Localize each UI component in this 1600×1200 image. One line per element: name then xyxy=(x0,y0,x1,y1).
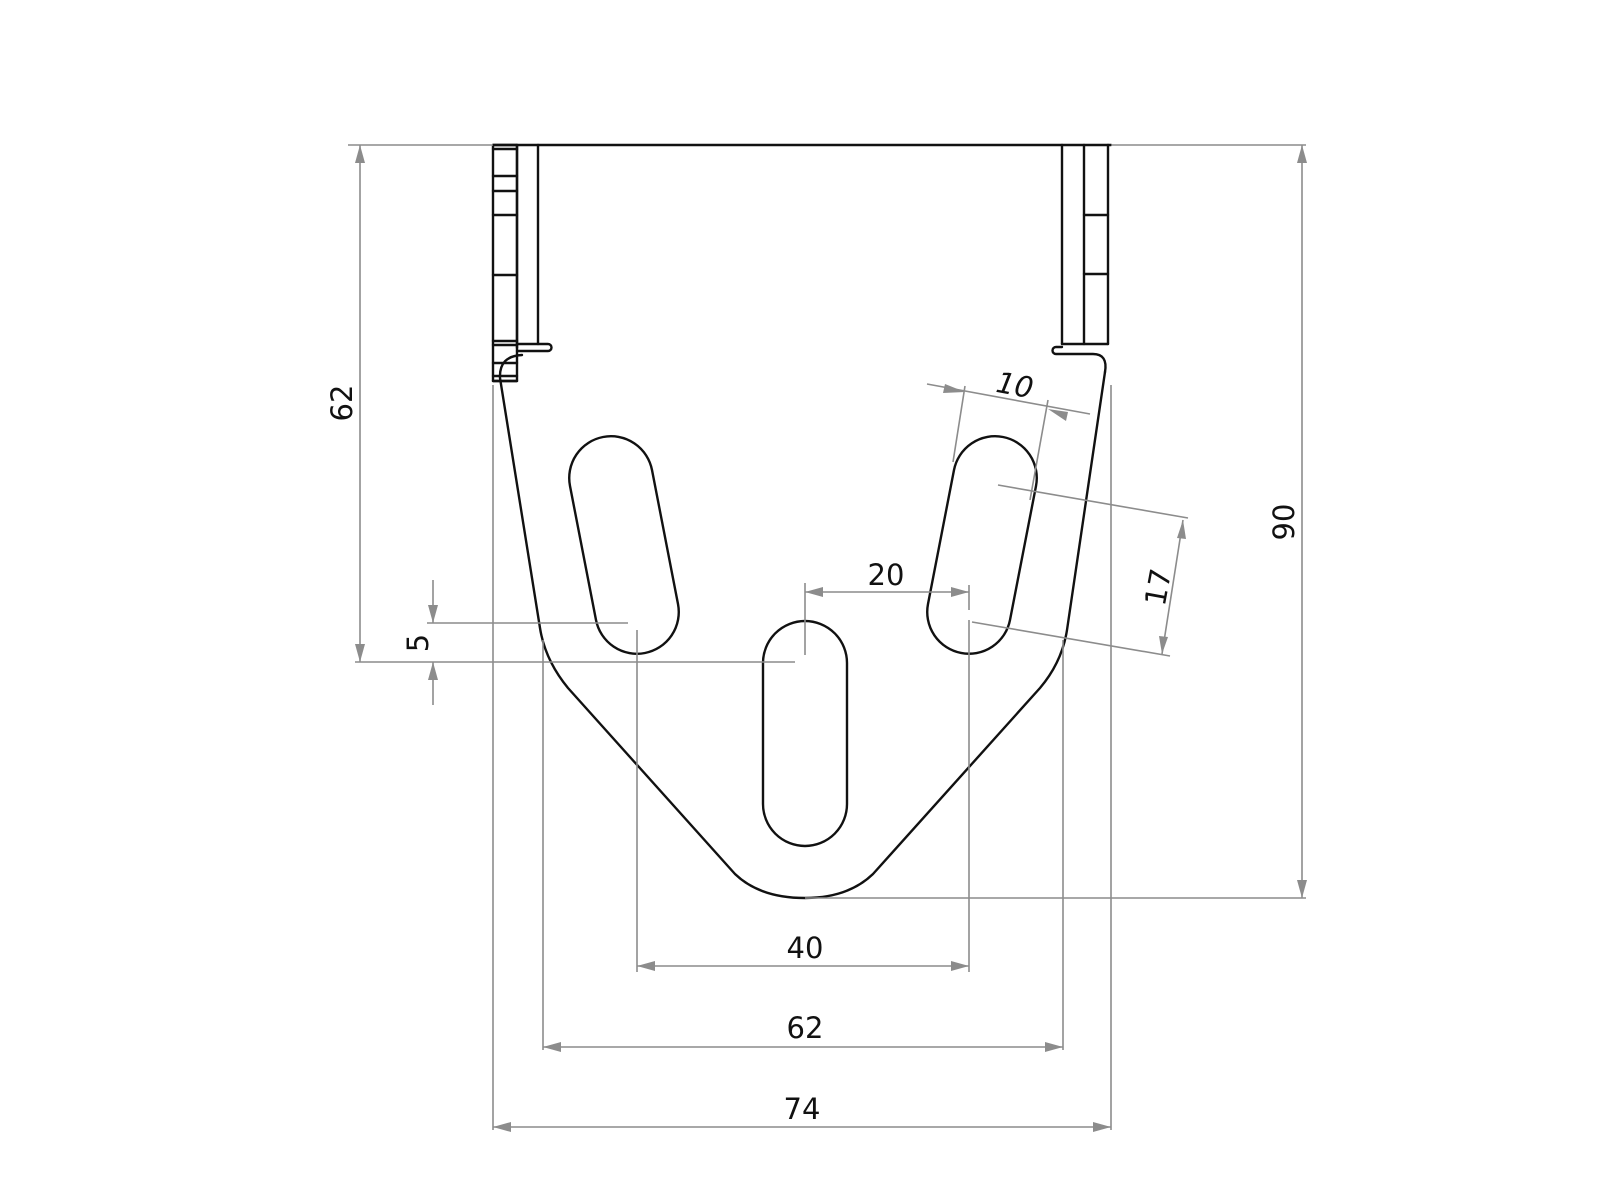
slot-right xyxy=(926,435,1038,655)
dim-slot-length-label: 17 xyxy=(1138,566,1178,608)
dim-slot-length: 17 xyxy=(971,484,1189,657)
dim-overall-height: 90 xyxy=(1267,145,1307,898)
dim-slot-width: 10 xyxy=(926,365,1091,501)
left-flange xyxy=(491,143,553,383)
dim-overall-height-label: 90 xyxy=(1267,504,1301,541)
dimensions: 74 62 40 20 5 xyxy=(325,144,1307,1132)
slot-left xyxy=(568,435,680,655)
dim-inner-width: 62 xyxy=(543,1011,1063,1052)
dim-slot-step: 5 xyxy=(401,580,438,705)
dim-center-offset: 20 xyxy=(805,558,969,597)
dim-inner-width-label: 62 xyxy=(787,1011,824,1045)
dim-left-height: 62 xyxy=(325,145,365,662)
dim-slot-spacing-label: 40 xyxy=(787,931,824,965)
plate-outline xyxy=(498,353,1107,900)
dim-overall-width: 74 xyxy=(493,1092,1111,1132)
right-flange xyxy=(1051,143,1110,374)
dim-left-height-label: 62 xyxy=(325,385,359,422)
dim-center-offset-label: 20 xyxy=(868,558,905,592)
dim-slot-spacing: 40 xyxy=(637,931,969,971)
dim-slot-step-label: 5 xyxy=(401,634,435,652)
dim-overall-width-label: 74 xyxy=(784,1092,821,1126)
dim-slot-width-label: 10 xyxy=(994,365,1036,405)
slot-center xyxy=(761,619,849,848)
part-outline xyxy=(491,143,1113,900)
